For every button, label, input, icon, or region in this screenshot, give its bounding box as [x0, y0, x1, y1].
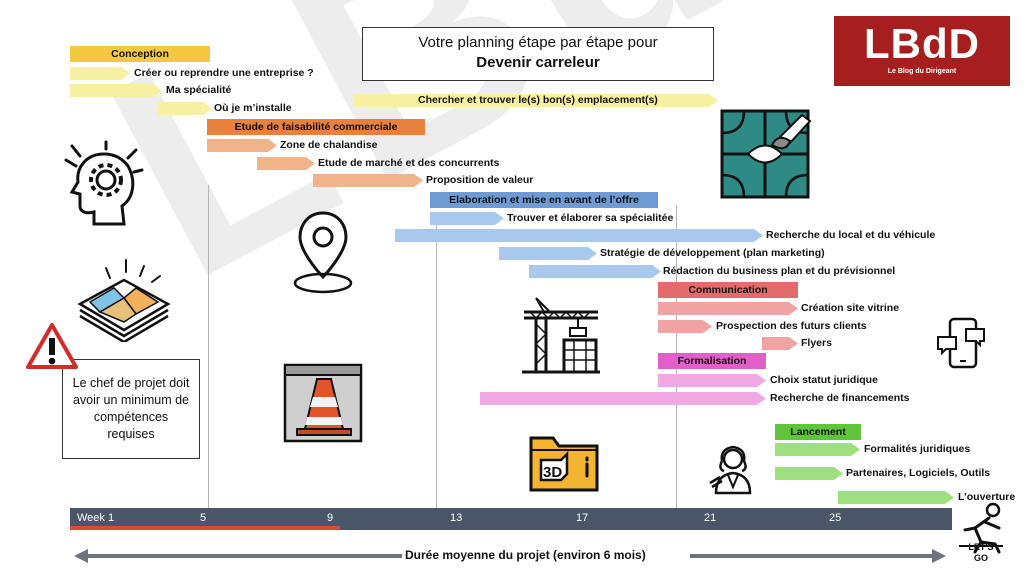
- bar-strategie: [499, 247, 597, 260]
- bar-local: [395, 229, 763, 242]
- bar-statut: [658, 374, 766, 387]
- tick-17: 17: [576, 512, 589, 524]
- label-marche: Etude de marché et des concurrents: [318, 157, 500, 169]
- warning-icon: [26, 323, 78, 369]
- bar-formalites: [775, 443, 860, 456]
- bar-partenaires: [775, 467, 843, 480]
- bar-prospection: [658, 320, 712, 333]
- bar-chercher: [353, 94, 718, 107]
- bar-trouver: [430, 212, 504, 225]
- phone-chat-icon: [937, 317, 985, 369]
- bar-installe: [157, 102, 212, 115]
- lawyer-icon: [709, 445, 752, 495]
- label-proposition: Proposition de valeur: [426, 174, 534, 186]
- traffic-cone-icon: [283, 363, 363, 443]
- bar-redaction: [529, 265, 661, 278]
- label-statut: Choix statut juridique: [770, 374, 878, 386]
- lets-go-label: LET'S GO: [968, 542, 994, 563]
- bar-site: [658, 302, 798, 315]
- bar-chalandise: [207, 139, 277, 152]
- bar-specialite: [70, 84, 162, 97]
- logo: LBdD Le Blog du Dirigeant: [834, 16, 1010, 86]
- title-box: Votre planning étape par étape pour Deve…: [362, 27, 714, 81]
- map-icon: [77, 259, 171, 342]
- label-prospection: Prospection des futurs clients: [716, 320, 867, 332]
- label-partenaires: Partenaires, Logiciels, Outils: [846, 467, 991, 479]
- header-faisabilite: Etude de faisabilité commerciale: [207, 119, 425, 135]
- header-lancement: Lancement: [775, 424, 861, 440]
- title-line1: Votre planning étape par étape pour: [418, 34, 658, 51]
- label-local: Recherche du local et du véhicule: [766, 229, 936, 241]
- label-ouverture: L’ouverture: [958, 491, 1016, 503]
- bar-flyers: [762, 337, 798, 350]
- bar-marche: [257, 157, 315, 170]
- tiles-icon: [720, 109, 812, 199]
- label-site: Création site vitrine: [801, 302, 900, 314]
- crane-icon: [522, 297, 600, 374]
- tick-week1: Week 1: [77, 512, 115, 524]
- label-formalites: Formalités juridiques: [864, 443, 971, 455]
- tick-9: 9: [327, 512, 334, 524]
- timeline-axis: [70, 508, 952, 530]
- duration-arrow: [74, 549, 946, 563]
- logo-text: LBdD: [864, 20, 980, 67]
- header-formalisation: Formalisation: [658, 353, 766, 369]
- label-redaction: Rédaction du business plan et du prévisi…: [663, 265, 896, 277]
- 3d-folder-icon: 3D: [529, 436, 599, 492]
- bar-ouverture: [838, 491, 954, 504]
- location-pin-icon: [293, 211, 353, 294]
- lets-go-icon: [959, 502, 1003, 554]
- tick-25: 25: [829, 512, 842, 524]
- label-chalandise: Zone de chalandise: [280, 139, 378, 151]
- grid-line-week5: [208, 185, 209, 510]
- brain-gear-icon: [64, 140, 144, 226]
- tick-13: 13: [450, 512, 463, 524]
- label-trouver: Trouver et élaborer sa spécialitée: [507, 212, 674, 224]
- header-communication: Communication: [658, 282, 798, 298]
- label-specialite: Ma spécialité: [166, 84, 232, 96]
- grid-line-week13: [436, 215, 437, 510]
- warning-note: Le chef de projet doit avoir un minimum …: [62, 359, 200, 459]
- tick-21: 21: [704, 512, 717, 524]
- title-line2: Devenir carreleur: [476, 54, 600, 71]
- warning-note-text: Le chef de projet doit avoir un minimum …: [72, 376, 190, 441]
- bar-proposition: [313, 174, 423, 187]
- duration-label: Durée moyenne du projet (environ 6 mois): [405, 548, 646, 562]
- header-elaboration: Elaboration et mise en avant de l’offre: [430, 192, 658, 208]
- label-strategie: Stratégie de développement (plan marketi…: [600, 247, 825, 259]
- bar-creer: [70, 67, 130, 80]
- label-chercher: Chercher et trouver le(s) bon(s) emplace…: [418, 94, 658, 106]
- timeline-progress: [70, 526, 340, 530]
- bar-financements: [480, 392, 766, 405]
- label-creer: Créer ou reprendre une entreprise ?: [134, 67, 314, 79]
- header-conception: Conception: [70, 46, 210, 62]
- label-installe: Où je m’installe: [214, 102, 292, 114]
- logo-subtitle: Le Blog du Dirigeant: [887, 68, 957, 75]
- label-flyers: Flyers: [801, 337, 832, 349]
- svg-text:3D: 3D: [543, 464, 562, 481]
- tick-5: 5: [200, 512, 207, 524]
- label-financements: Recherche de financements: [770, 392, 910, 404]
